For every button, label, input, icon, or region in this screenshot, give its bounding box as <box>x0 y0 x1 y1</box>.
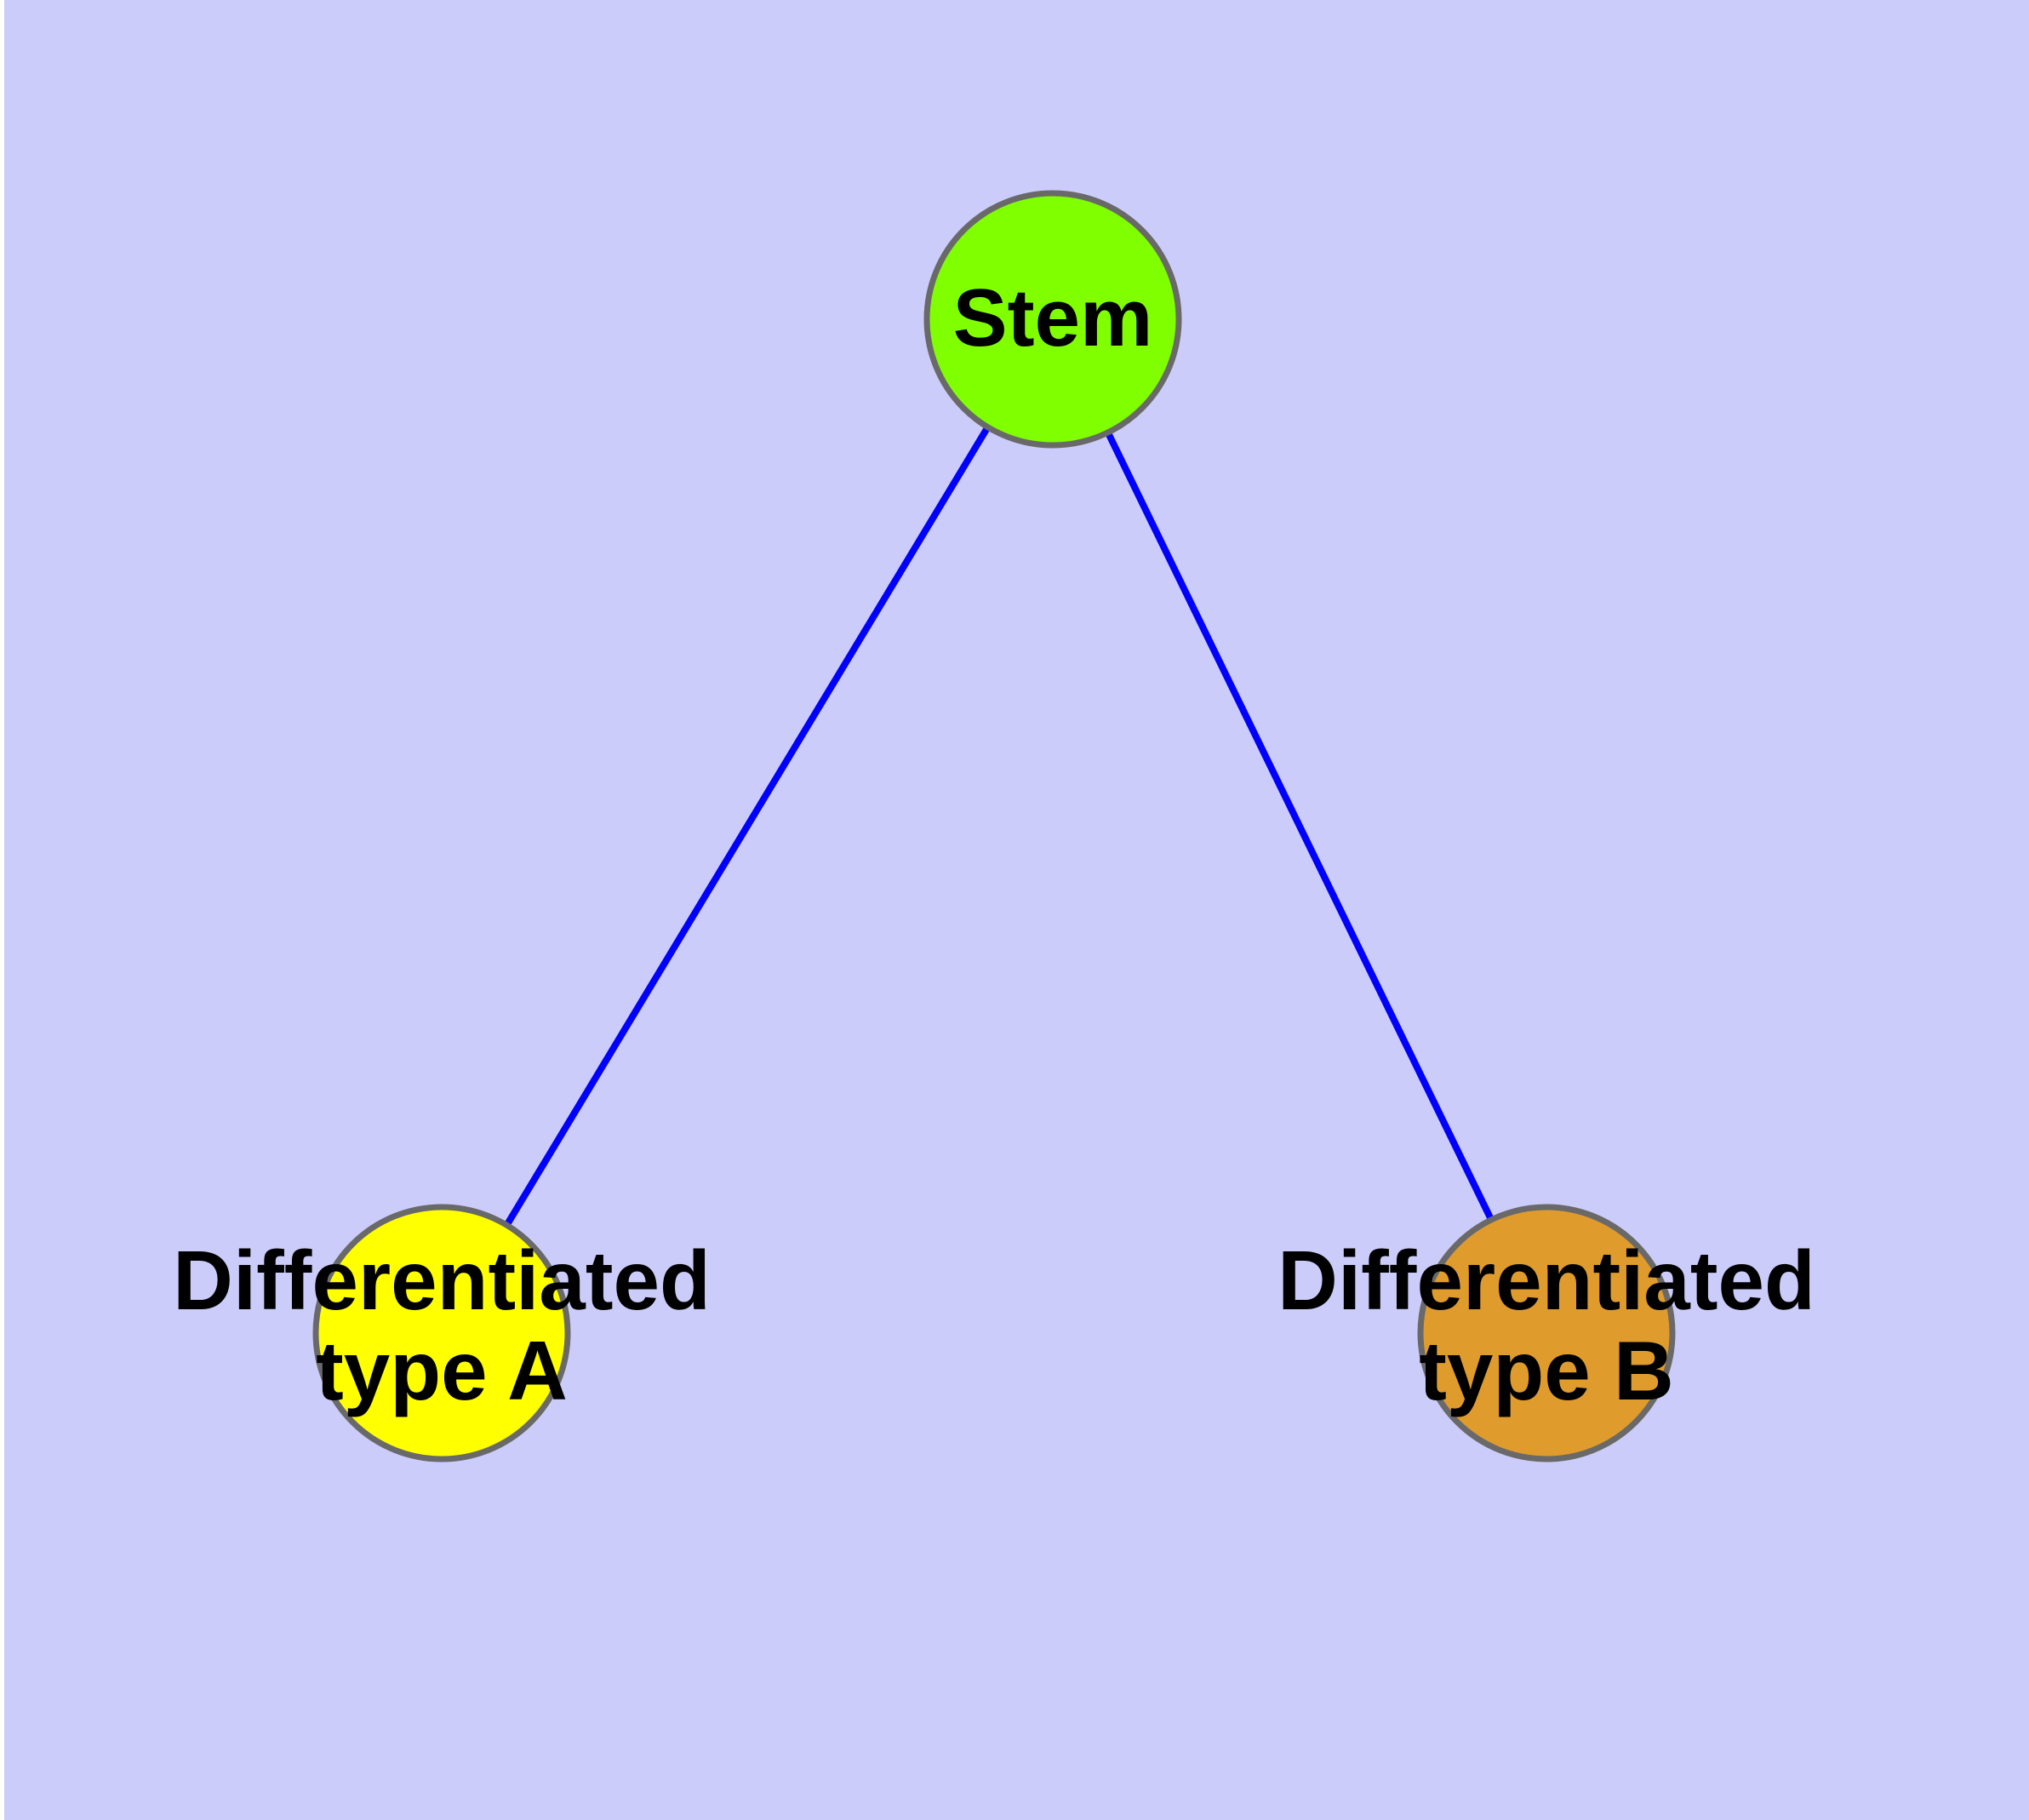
node-layer <box>312 190 1676 1462</box>
node-circle-stem[interactable] <box>923 190 1182 449</box>
edge-stem-to-type-b <box>1049 318 1550 1335</box>
node-circle-differentiated-type-a[interactable] <box>312 1204 571 1462</box>
edge-layer <box>438 317 1550 1336</box>
node-circle-differentiated-type-b[interactable] <box>1417 1204 1676 1462</box>
edge-stem-to-type-a <box>438 317 1056 1336</box>
